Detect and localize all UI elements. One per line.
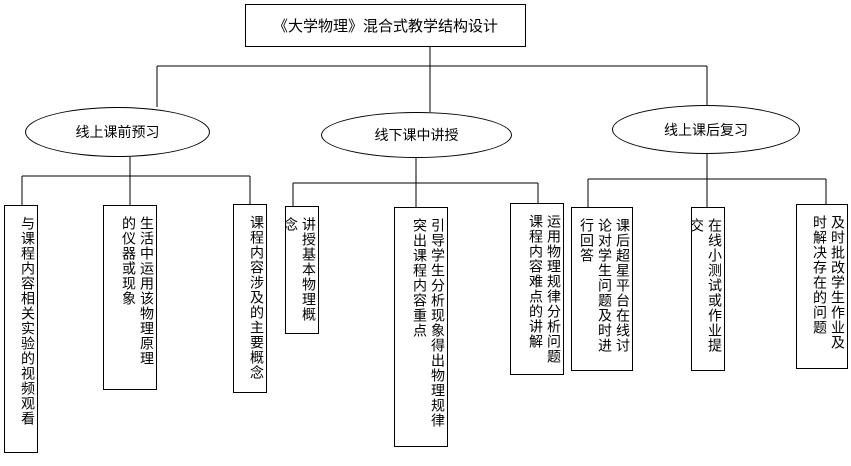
item-basic-concepts: 讲授基本物理概念	[285, 206, 319, 334]
item-online-discussion: 课后超星平台在线讨论对学生问题及时进行回答	[571, 207, 633, 371]
stage-post-class-online: 线上课后复习	[612, 105, 800, 154]
item-guide-analysis: 引导学生分析现象得出物理规律突出课程内容重点	[394, 207, 448, 447]
stage-in-class-offline: 线下课中讲授	[321, 112, 512, 158]
item-experiment-video: 与课程内容相关实验的视频观看	[4, 205, 38, 453]
item-difficult-points: 运用物理规律分析问题课程内容难点的讲解	[510, 203, 564, 375]
stage-pre-class-online: 线上课前预习	[25, 107, 210, 157]
item-everyday-phenomena: 生活中运用该物理原理的仪器或现象	[103, 205, 157, 390]
item-quiz-homework: 在线小测试或作业提交	[691, 207, 725, 371]
item-grade-homework: 及时批改学生作业及时解决存在的问题	[796, 204, 848, 369]
diagram-title: 《大学物理》混合式教学结构设计	[245, 4, 526, 47]
item-main-concepts: 课程内容涉及的主要概念	[233, 204, 267, 393]
